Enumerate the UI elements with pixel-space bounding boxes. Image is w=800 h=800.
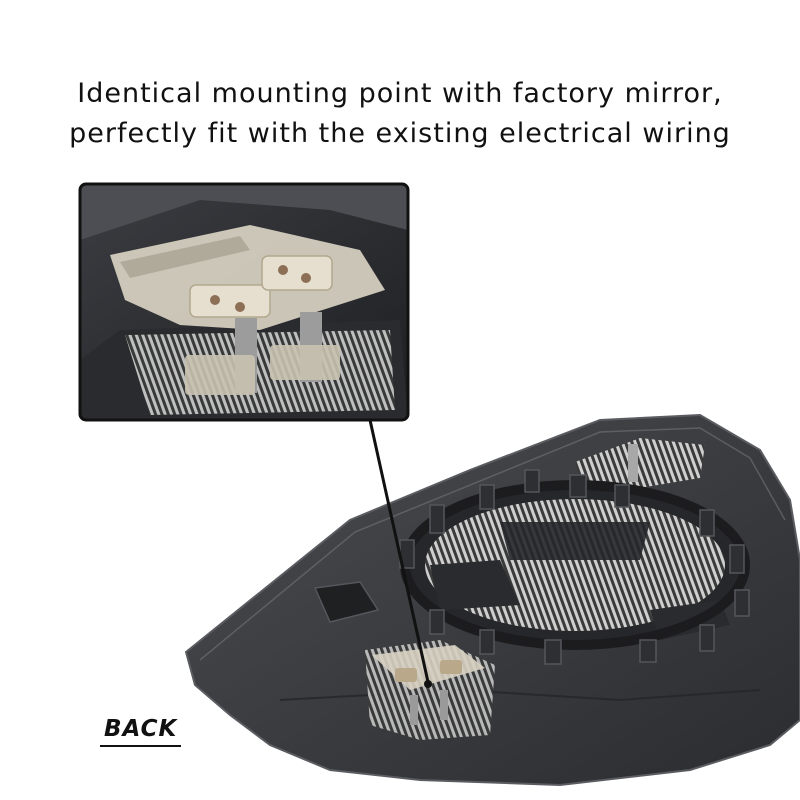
terminal-pin-top <box>628 444 638 482</box>
heater-window-top <box>575 438 705 488</box>
callout-line <box>368 419 430 683</box>
callout-dot <box>424 680 432 688</box>
terminal-connector-lower <box>365 640 495 740</box>
back-label: BACK <box>100 716 182 747</box>
zoom-inset <box>78 182 410 422</box>
headline-line-2: perfectly fit with the existing electric… <box>69 118 731 149</box>
mounting-ring <box>399 469 750 665</box>
headline-line-1: Identical mounting point with factory mi… <box>77 78 723 109</box>
headline: Identical mounting point with factory mi… <box>0 74 800 154</box>
mounting-clip <box>313 581 380 623</box>
